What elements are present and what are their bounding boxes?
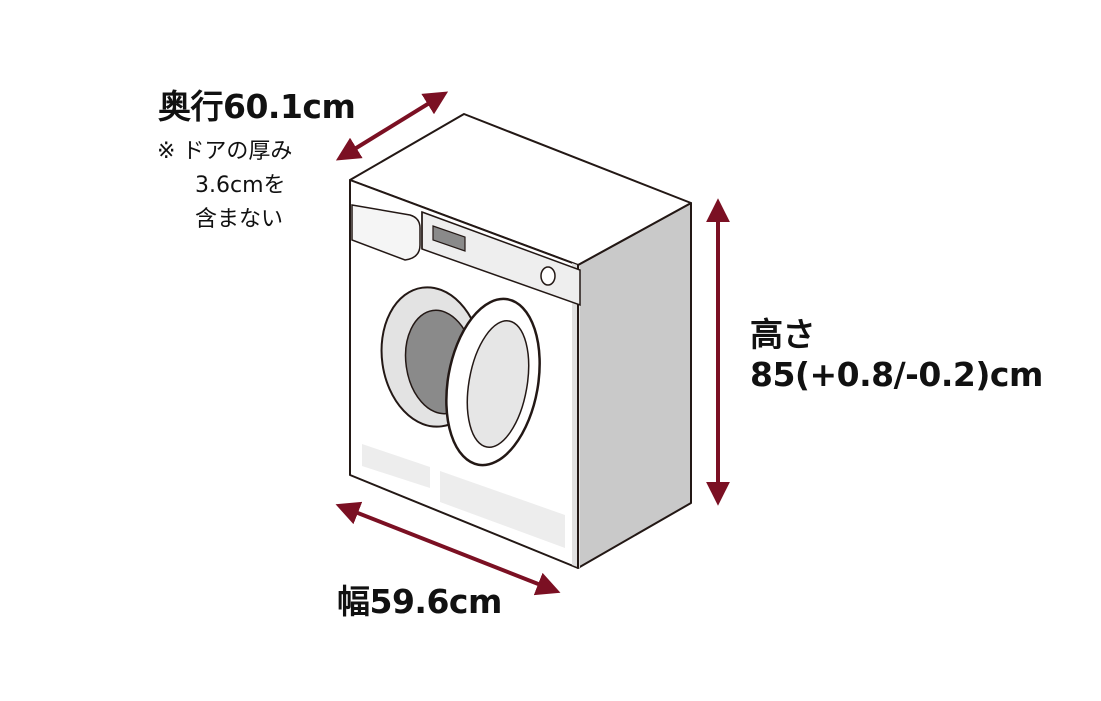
depth-label: 奥行60.1cm [158, 87, 356, 126]
bottom-panel-left [362, 444, 430, 488]
depth-note-line-1: ※ ドアの厚み [157, 139, 293, 164]
height-label: 高さ [750, 315, 816, 354]
depth-note: ※ ドアの厚み 3.6cmを 含まない [157, 135, 292, 237]
door-glass [466, 320, 530, 448]
detergent-drawer [351, 204, 421, 261]
depth-note-line-2: 3.6cmを [195, 173, 286, 198]
height-value: 85(+0.8/-0.2)cm [750, 355, 1043, 394]
depth-arrow [335, 91, 449, 161]
depth-note-line-3: 含まない [195, 207, 284, 232]
display-screen [432, 225, 466, 252]
machine-side-panel [577, 202, 692, 569]
width-arrow [335, 501, 561, 596]
control-knob [540, 266, 556, 286]
width-label: 幅59.6cm [337, 582, 502, 621]
